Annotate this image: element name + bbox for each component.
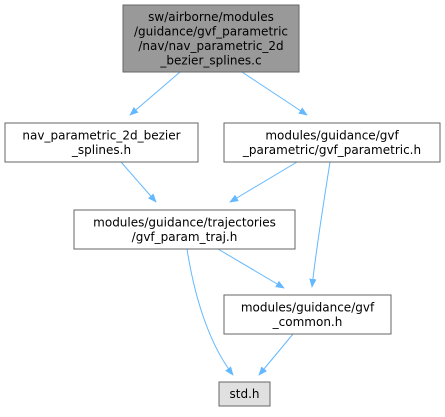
- node-label-line: _common.h: [272, 315, 343, 329]
- node-label-line: _splines.h: [71, 143, 131, 157]
- node-label-line: _bezier_splines.c: [159, 53, 261, 67]
- node-label-line: sw/airborne/modules: [148, 10, 274, 24]
- edge-root-to-gvf_parametric_h: [241, 71, 308, 116]
- edge-gvf_parametric_h-to-gvf_param_traj_h: [229, 161, 298, 203]
- node-label-line: _parametric/gvf_parametric.h: [242, 143, 421, 157]
- node-label-line: /guidance/gvf_parametric: [134, 24, 288, 38]
- nodes-layer: sw/airborne/modules/guidance/gvf_paramet…: [4, 4, 441, 407]
- node-label-line: std.h: [230, 387, 260, 401]
- node-gvf_parametric_h[interactable]: modules/guidance/gvf_parametric/gvf_para…: [223, 122, 441, 163]
- node-box-std_h: [218, 381, 271, 407]
- node-box-root: [122, 4, 300, 73]
- node-nav_h[interactable]: nav_parametric_2d_bezier_splines.h: [4, 122, 199, 163]
- edge-gvf_param_traj_h-to-gvf_common_h: [217, 248, 285, 289]
- edges-layer: [120, 71, 331, 376]
- node-box-gvf_common_h: [223, 294, 392, 335]
- node-box-gvf_parametric_h: [223, 122, 441, 163]
- node-label-line: modules/guidance/gvf: [265, 128, 399, 142]
- node-label-line: /gvf_param_traj.h: [132, 230, 238, 244]
- node-label-line: modules/guidance/trajectories: [93, 215, 276, 229]
- node-box-gvf_param_traj_h: [73, 209, 296, 250]
- node-root[interactable]: sw/airborne/modules/guidance/gvf_paramet…: [122, 4, 300, 73]
- edge-gvf_parametric_h-to-gvf_common_h: [309, 161, 331, 288]
- node-label-line: modules/guidance/gvf: [241, 300, 375, 314]
- node-gvf_param_traj_h[interactable]: modules/guidance/trajectories/gvf_param_…: [73, 209, 296, 250]
- node-box-nav_h: [4, 122, 199, 163]
- edge-nav_h-to-gvf_param_traj_h: [120, 161, 157, 203]
- node-label-line: /nav/nav_parametric_2d: [138, 39, 283, 53]
- node-gvf_common_h[interactable]: modules/guidance/gvf_common.h: [223, 294, 392, 335]
- edge-gvf_param_traj_h-to-std_h: [186, 248, 234, 376]
- edge-root-to-nav_h: [129, 71, 181, 116]
- node-label-line: nav_parametric_2d_bezier: [22, 128, 180, 142]
- edge-gvf_common_h-to-std_h: [258, 333, 294, 376]
- node-std_h[interactable]: std.h: [218, 381, 271, 407]
